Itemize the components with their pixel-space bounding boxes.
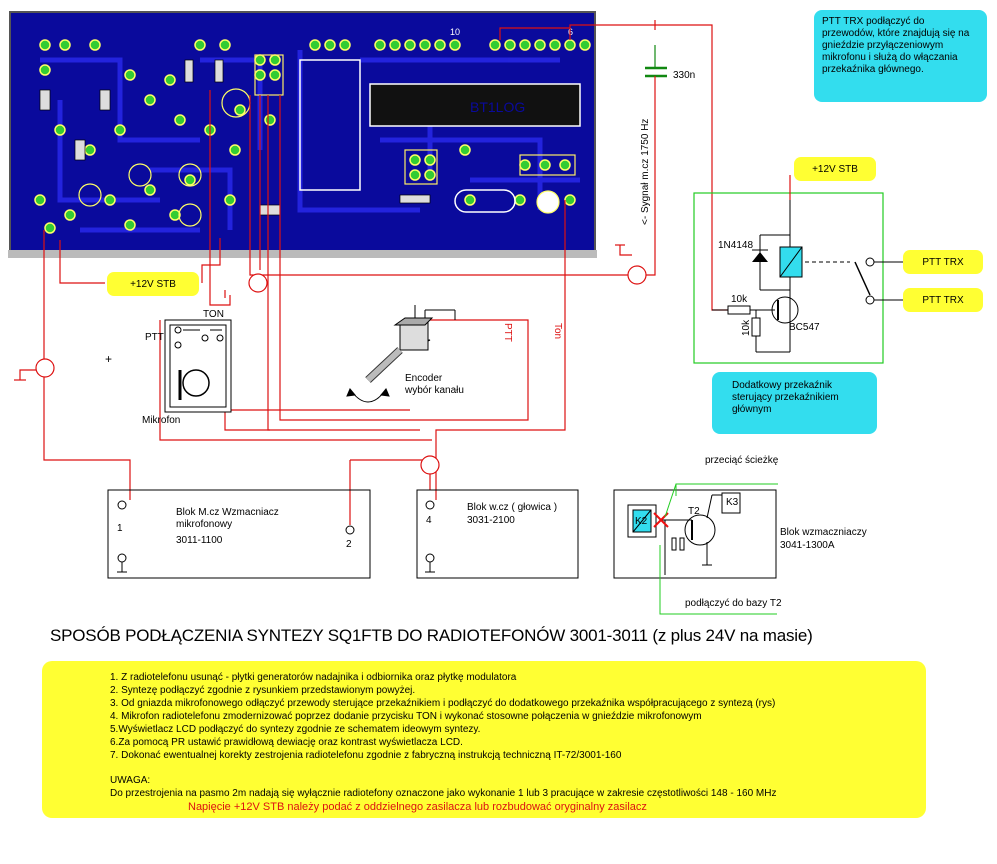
instruction-7: 7. Dokonać ewentualnej korekty zestrojen… [110,750,622,761]
block-amp-t2: T2 [688,506,700,517]
instruction-4: 4. Mikrofon radiotelefonu zmodernizować … [110,711,702,722]
ptt-wire-label: PTT [502,323,513,342]
block-wcz-frame [416,489,579,579]
block-amp-k2: K2 [635,516,648,527]
block-amp-title: Blok wzmaczniaczy [780,527,867,538]
instruction-1: 1. Z radiotelefonu usunąć - płytki gener… [110,672,517,683]
capacitor-value: 330n [673,70,696,81]
resistor-label-2: 10k [741,319,752,336]
encoder [346,305,456,403]
ptt-trx-1: PTT TRX [903,250,983,274]
block-wcz-code: 3031-2100 [467,515,515,526]
supply-label-left: +12V STB [107,272,199,296]
block-mcz-title: Blok M.cz Wzmacniacz [176,507,279,518]
supply-label-right: +12V STB [794,157,876,181]
mic-ton-label: TON [203,309,224,320]
ptt-trx-2: PTT TRX [903,288,983,312]
block-amp-frame [613,489,777,579]
instruction-6: 6.Za pomocą PR ustawić prawidłową dewiac… [110,737,463,748]
pcb-chip-text: BT1LOG [470,99,525,115]
instructions-panel: 1. Z radiotelefonu usunąć - płytki gener… [42,661,926,818]
block-amp-k3: K3 [726,497,739,508]
pcb-board: BT1LOG [8,11,597,258]
block-mcz-line2: mikrofonowy [176,519,233,530]
capacitor [645,45,667,110]
warning-heading: UWAGA: [110,775,151,786]
transistor-label: BC547 [789,322,820,333]
svg-text:+: + [105,352,112,366]
base-label: podłączyć do bazy T2 [685,598,782,609]
instruction-5: 5.Wyświetlacz LCD podłączyć do syntezy z… [110,724,481,735]
warning-red: Napięcie +12V STB należy podać z oddziel… [188,801,647,813]
cut-label: przeciąć ścieżkę [705,455,779,466]
pcb-pin-10: 10 [450,27,460,37]
instruction-2: 2. Syntezę podłączyć zgodnie z rysunkiem… [110,685,416,696]
diode-label: 1N4148 [718,240,754,251]
encoder-label-2: wybór kanału [405,385,464,396]
microphone-housing [164,319,232,413]
block-mcz-frame [107,489,371,579]
block-mcz-pin1: 1 [117,523,123,534]
main-title: SPOSÓB PODŁĄCZENIA SYNTEZY SQ1FTB DO RAD… [50,626,813,645]
mic-label: Mikrofon [142,415,181,426]
info-relay: Dodatkowy przekaźnik sterujący przekaźni… [712,372,877,434]
block-amp-code: 3041-1300A [780,540,835,551]
relay-circuit [693,175,903,364]
ton-wire-label: Ton [552,323,563,340]
encoder-label-1: Encoder [405,373,443,384]
instruction-3: 3. Od gniazda mikrofonowego odłączyć prz… [110,698,776,709]
mic-ptt-label: PTT [145,332,164,343]
resistor-label-1: 10k [731,294,748,305]
block-mcz-pin2: 2 [346,539,352,550]
block-mcz-code: 3011-1100 [176,535,223,546]
info-top: PTT TRX podłączyć do przewodów, które zn… [814,10,987,102]
warning-text: Do przestrojenia na pasmo 2m nadają się … [110,788,777,799]
block-wcz-title: Blok w.cz ( głowica ) [467,502,558,513]
signal-label: <- Sygnał m.cz 1750 Hz [640,118,651,225]
block-wcz-pin4: 4 [426,515,432,526]
